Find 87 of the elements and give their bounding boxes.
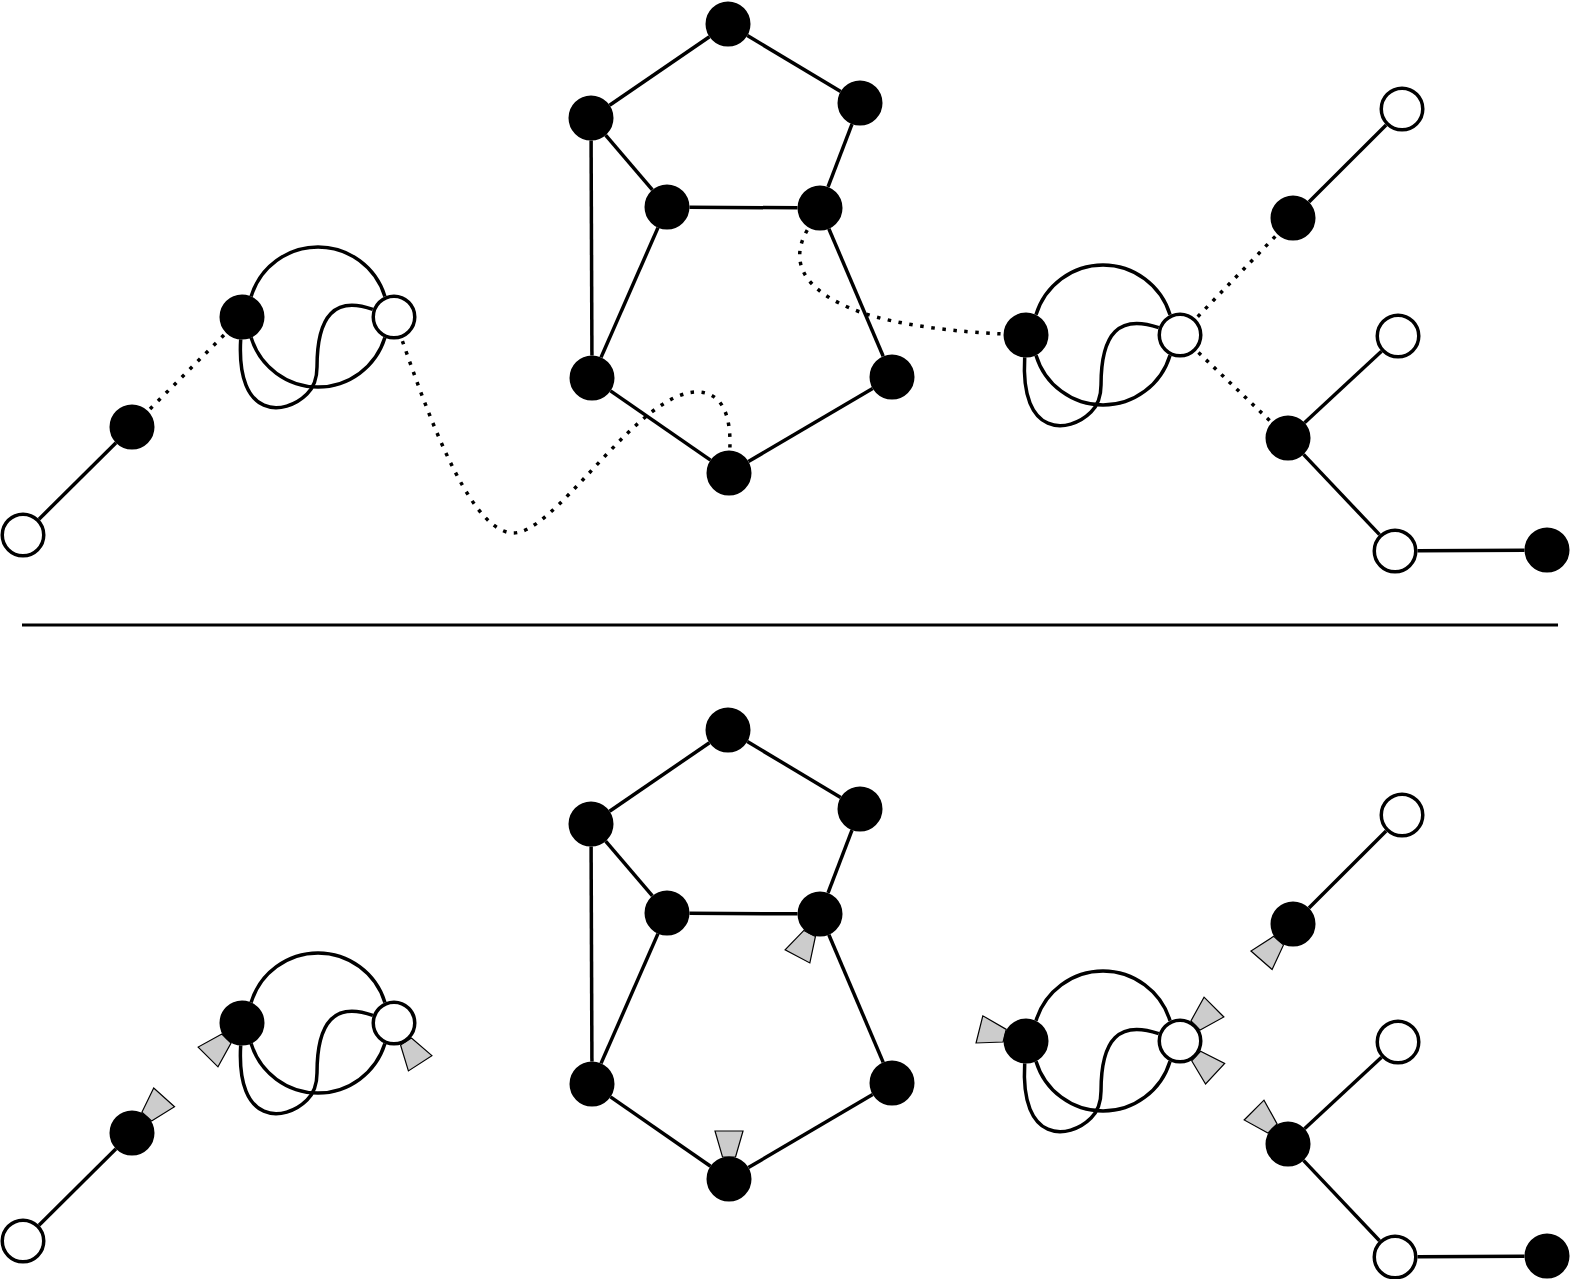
- open-vertex: [1375, 1019, 1421, 1065]
- open-vertex: [371, 294, 417, 340]
- arc-edge: [249, 1043, 387, 1095]
- filled-vertex: [644, 890, 690, 936]
- edge-line: [608, 35, 711, 107]
- filled-vertex: [837, 80, 883, 126]
- crossing-edge: [1022, 321, 1160, 428]
- edge-line: [1307, 123, 1388, 204]
- crossing-edge: [1022, 1027, 1160, 1134]
- filled-vertex: [797, 891, 843, 937]
- edge-line: [689, 205, 798, 210]
- filled-vertex: [1265, 415, 1311, 461]
- filled-vertex: [219, 1000, 265, 1046]
- open-vertex: [1375, 313, 1421, 359]
- crossing-edge: [238, 303, 374, 410]
- open-vertex: [0, 512, 46, 558]
- arc-edge: [249, 245, 387, 298]
- dotted-edge: [1197, 351, 1271, 422]
- edge-line: [609, 1095, 712, 1168]
- filled-vertex: [1003, 312, 1049, 358]
- filled-vertex: [869, 1060, 915, 1106]
- open-vertex: [1379, 792, 1425, 838]
- edge-line: [689, 911, 798, 916]
- edge-line: [1303, 350, 1383, 424]
- filled-vertex: [706, 450, 752, 496]
- dotted-edge: [798, 229, 1001, 336]
- dotted-edge: [400, 340, 732, 535]
- filled-vertex: [869, 354, 915, 400]
- filled-vertex: [644, 184, 690, 230]
- filled-vertex: [569, 1061, 615, 1107]
- filled-vertex: [109, 404, 155, 450]
- edge-line: [608, 741, 711, 813]
- arc-edge: [249, 951, 387, 1004]
- edge-line: [1307, 829, 1388, 910]
- filled-vertex: [109, 1110, 155, 1156]
- arc-edge: [1034, 354, 1172, 407]
- filled-vertex: [568, 95, 614, 141]
- edge-line: [589, 846, 594, 1062]
- edge-line: [599, 932, 660, 1065]
- open-vertex: [1372, 528, 1418, 574]
- filled-vertex: [569, 355, 615, 401]
- filled-vertex: [1270, 195, 1316, 241]
- filled-vertex: [219, 294, 265, 340]
- open-vertex: [371, 1000, 417, 1046]
- dotted-edge: [1196, 235, 1277, 318]
- filled-vertex: [837, 786, 883, 832]
- edge-line: [746, 34, 842, 93]
- edge-line: [604, 840, 654, 898]
- edge-line: [589, 140, 594, 356]
- edge-line: [826, 829, 854, 894]
- edge-line: [827, 934, 885, 1063]
- edge-line: [1417, 1254, 1525, 1259]
- arc-edge: [1034, 263, 1172, 316]
- edge-line: [1302, 1159, 1381, 1242]
- edge-line: [604, 133, 654, 192]
- arc-edge: [249, 336, 387, 389]
- edge-line: [1302, 453, 1381, 536]
- edge-line: [609, 389, 712, 462]
- filled-vertex: [705, 1, 751, 47]
- open-vertex: [1157, 1018, 1203, 1064]
- arc-edge: [1034, 969, 1172, 1022]
- edge-line: [1303, 1056, 1383, 1130]
- filled-vertex: [568, 801, 614, 847]
- edge-line: [747, 1092, 874, 1170]
- filled-vertex: [1265, 1121, 1311, 1167]
- filled-vertex: [1524, 527, 1570, 573]
- edge-line: [747, 386, 874, 464]
- filled-vertex: [1524, 1233, 1570, 1279]
- edge-line: [37, 441, 118, 521]
- filled-vertex: [1003, 1018, 1049, 1064]
- edge-line: [1417, 548, 1525, 553]
- filled-vertex: [706, 1156, 752, 1202]
- open-vertex: [1372, 1234, 1418, 1279]
- filled-vertex: [1270, 901, 1316, 947]
- filled-vertex: [797, 185, 843, 231]
- filled-vertex: [705, 707, 751, 753]
- edge-line: [599, 226, 660, 359]
- edge-line: [37, 1147, 118, 1227]
- edge-line: [746, 740, 842, 799]
- open-vertex: [1379, 86, 1425, 132]
- arc-edge: [1034, 1060, 1172, 1113]
- dotted-edge: [148, 333, 226, 411]
- open-vertex: [0, 1218, 46, 1264]
- edge-line: [826, 123, 854, 188]
- open-vertex: [1157, 312, 1203, 358]
- edge-line: [827, 228, 885, 357]
- crossing-edge: [238, 1009, 374, 1116]
